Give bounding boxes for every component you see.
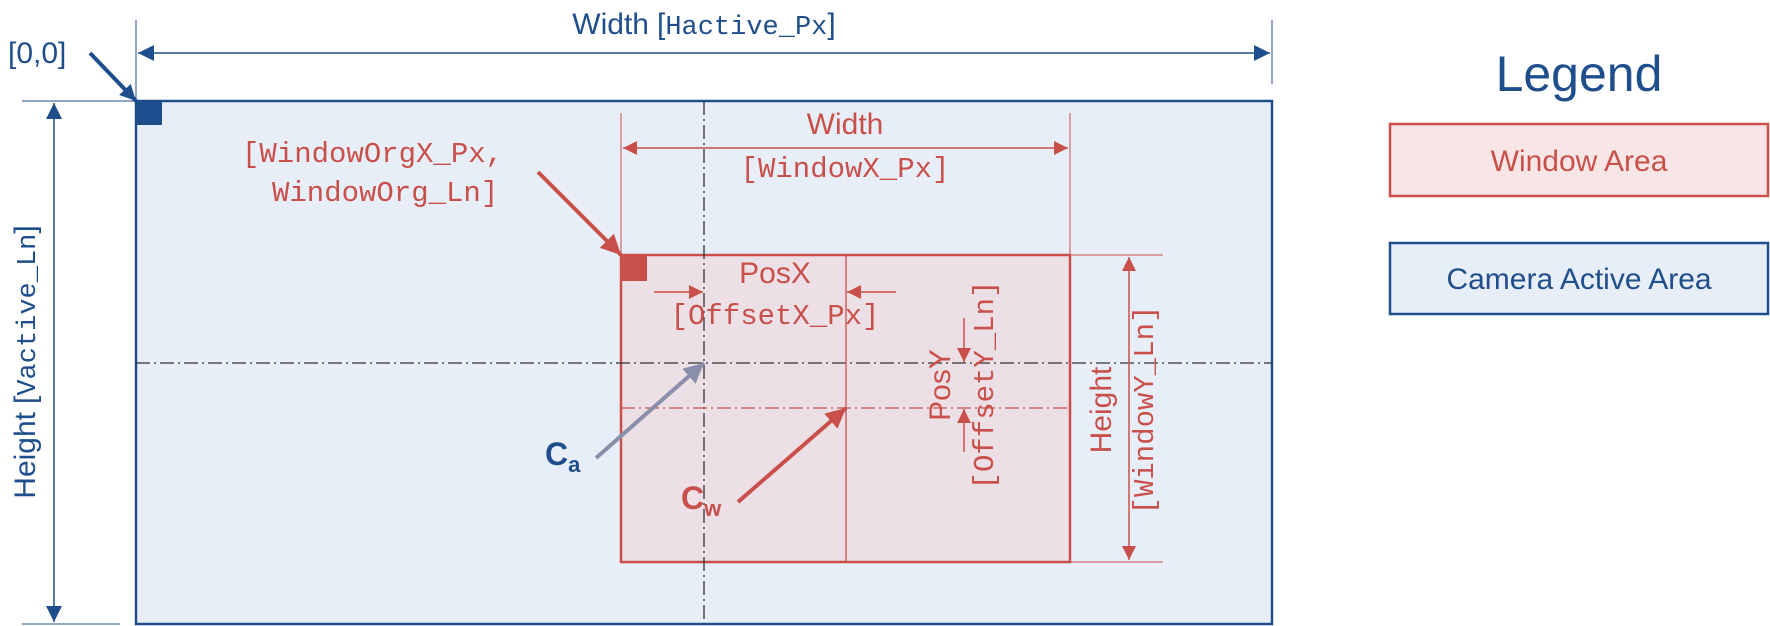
legend-swatch-camera-active-area (1388, 241, 1770, 316)
legend-label-window-area: Window Area (1491, 145, 1668, 178)
window-origin-label-line2: WindowOrg_Ln] (272, 177, 498, 210)
posy-label: PosY (924, 349, 957, 421)
window-width-param: [WindowX_Px] (741, 153, 950, 186)
center-window-pointer-arrow (736, 406, 848, 504)
window-origin-pointer-arrow (536, 170, 623, 257)
active-height-label: Height[Vactive_Ln] (9, 225, 44, 498)
origin-label: [0,0] (8, 37, 66, 70)
posx-param: [OffsetX_Px] (671, 300, 880, 333)
legend-swatch-window-area (1388, 122, 1770, 198)
legend-title: Legend (1496, 46, 1663, 102)
center-active-pointer-arrow (594, 361, 706, 460)
posx-label: PosX (739, 257, 811, 290)
window-width-label: Width (807, 108, 884, 141)
posy-param: [OffsetY_Ln] (969, 281, 1002, 490)
window-height-param: [WindowY_Ln] (1129, 306, 1162, 515)
window-origin-label-line1: [WindowOrgX_Px, (242, 138, 503, 171)
legend-label-camera-active-area: Camera Active Area (1446, 263, 1711, 296)
legend-item-window-area: Window Area (1388, 122, 1770, 198)
window-height-label: Height (1085, 366, 1118, 453)
window-origin-square (621, 255, 647, 281)
center-active-label: Ca (545, 436, 581, 477)
active-origin-square (136, 101, 162, 125)
legend-item-camera-active-area: Camera Active Area (1388, 241, 1770, 316)
active-width-label: Width[Hactive_Px] (572, 8, 835, 43)
center-window-label: Cw (681, 480, 722, 521)
origin-pointer-arrow (88, 51, 138, 103)
